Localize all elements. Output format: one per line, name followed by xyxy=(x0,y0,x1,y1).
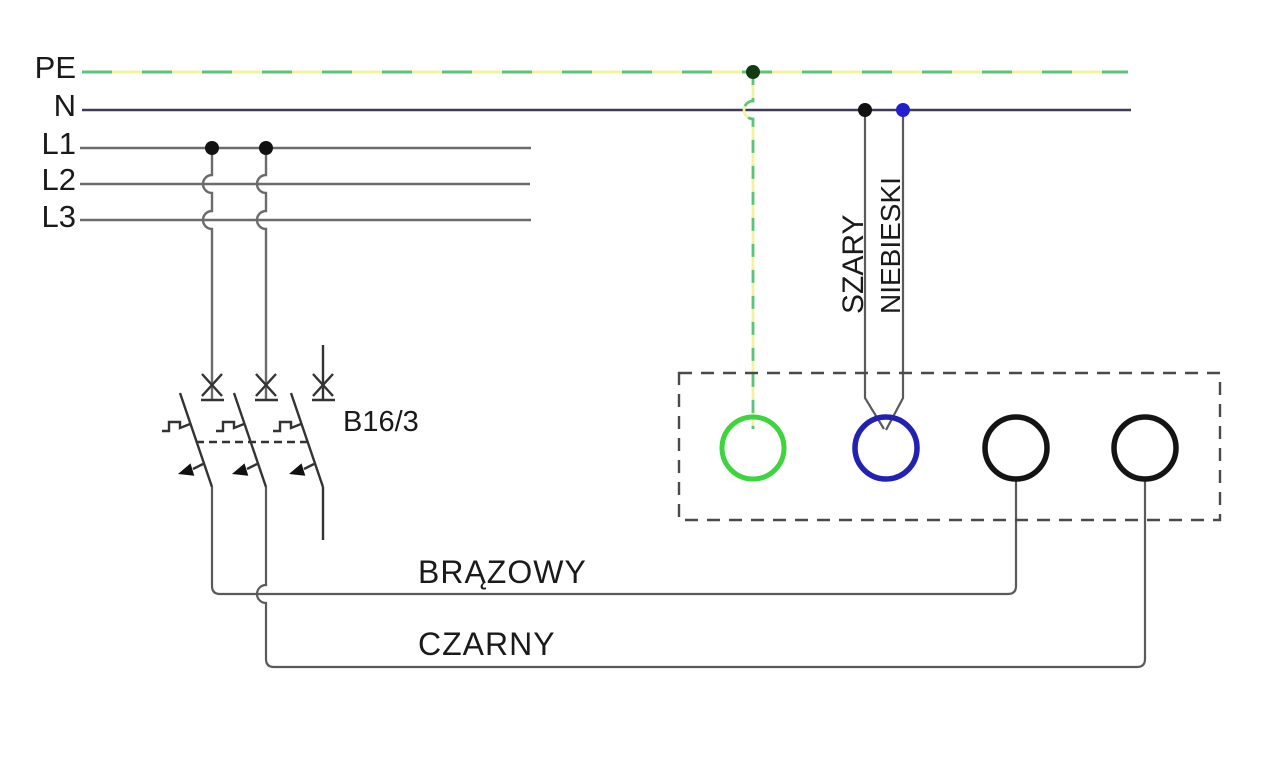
breaker-feed-wire-1 xyxy=(201,148,214,399)
pole3-contact-blade xyxy=(289,392,325,488)
black-wire-label: CZARNY xyxy=(418,626,556,662)
pole2-thermal-release xyxy=(216,420,245,433)
n-bus-label: N xyxy=(54,88,76,123)
breaker-pole-1 xyxy=(162,373,224,488)
pole2-trip-arrow-head xyxy=(232,463,249,476)
pe-junction-dot xyxy=(746,65,760,79)
pole3-thermal-release xyxy=(273,420,302,433)
pole3-trip-arrow-shaft xyxy=(303,462,315,471)
pole3-trip-arrow-head xyxy=(289,463,306,476)
l2-bus-label: L2 xyxy=(42,162,76,197)
pole1-trip-arrow-head xyxy=(178,463,195,476)
niebieski-wire-label: NIEBIESKI xyxy=(875,177,906,314)
socket-terminal-n xyxy=(852,414,920,482)
l1-junction-dot-1 xyxy=(205,141,219,155)
szary-wire-label: SZARY xyxy=(837,215,870,314)
pole3-x-mark xyxy=(312,373,334,397)
pole2-trip-arrow-shaft xyxy=(246,462,258,471)
breaker-rating-label: B16/3 xyxy=(343,406,419,438)
pole2-contact-blade xyxy=(232,392,268,488)
brown-wire xyxy=(210,479,1018,596)
pe-bus-label: PE xyxy=(35,50,76,85)
brown-wire-label: BRĄZOWY xyxy=(418,554,587,590)
socket-terminal-l1 xyxy=(982,414,1050,482)
l3-bus-label: L3 xyxy=(42,199,76,234)
l1-bus-label: L1 xyxy=(42,126,76,161)
breaker-pole-2 xyxy=(216,373,278,488)
pole1-trip-arrow-shaft xyxy=(192,462,204,471)
breaker-pole-3 xyxy=(273,345,335,540)
black-wire xyxy=(255,479,1147,669)
socket-terminal-l2 xyxy=(1111,414,1179,482)
n-junction-dot-szary xyxy=(858,103,872,117)
socket-terminal-pe xyxy=(719,414,787,482)
socket-outline xyxy=(677,371,1222,522)
pole1-thermal-release xyxy=(162,420,191,433)
pole2-x-mark xyxy=(255,373,277,397)
pe-drop-wire-green-dashes xyxy=(742,72,755,429)
n-junction-dot-niebieski xyxy=(896,103,910,117)
pole1-x-mark xyxy=(201,373,223,397)
l1-junction-dot-2 xyxy=(259,141,273,155)
pole1-contact-blade xyxy=(178,392,214,488)
breaker-feed-wire-2 xyxy=(255,148,268,399)
